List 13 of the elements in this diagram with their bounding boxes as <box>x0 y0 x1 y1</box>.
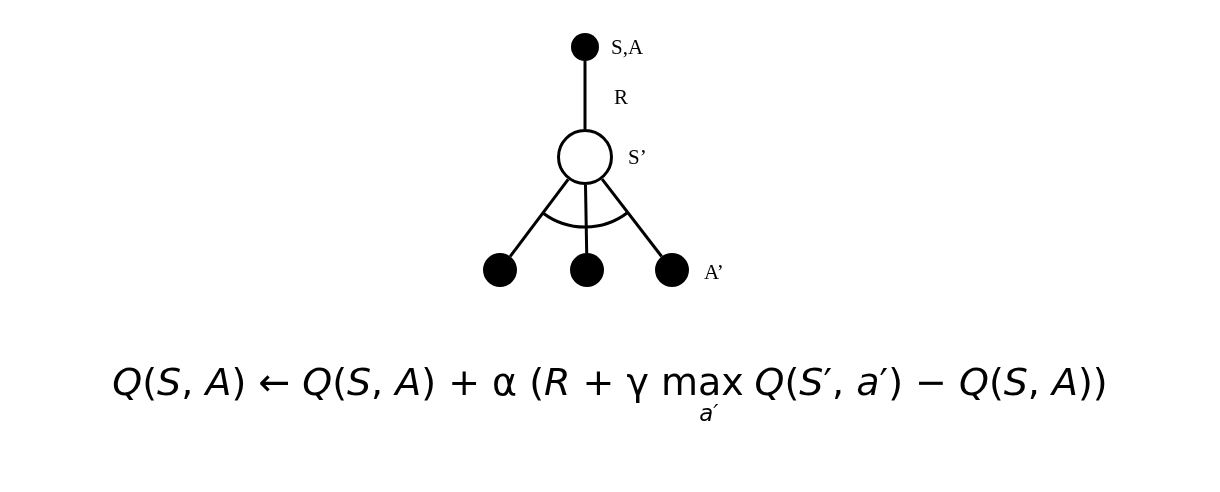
action-dot <box>655 253 689 287</box>
action-dot <box>570 253 604 287</box>
connector-line <box>600 178 663 258</box>
state-circle <box>557 129 613 185</box>
node-label: A’ <box>704 261 724 283</box>
connector-line <box>583 61 587 129</box>
edge-label: R <box>614 86 628 108</box>
node-label: S,A <box>611 36 644 58</box>
node-label: S’ <box>628 146 647 168</box>
action-dot <box>483 253 517 287</box>
connector-line <box>509 178 570 258</box>
action-dot <box>571 33 599 61</box>
connector-line <box>584 184 589 254</box>
